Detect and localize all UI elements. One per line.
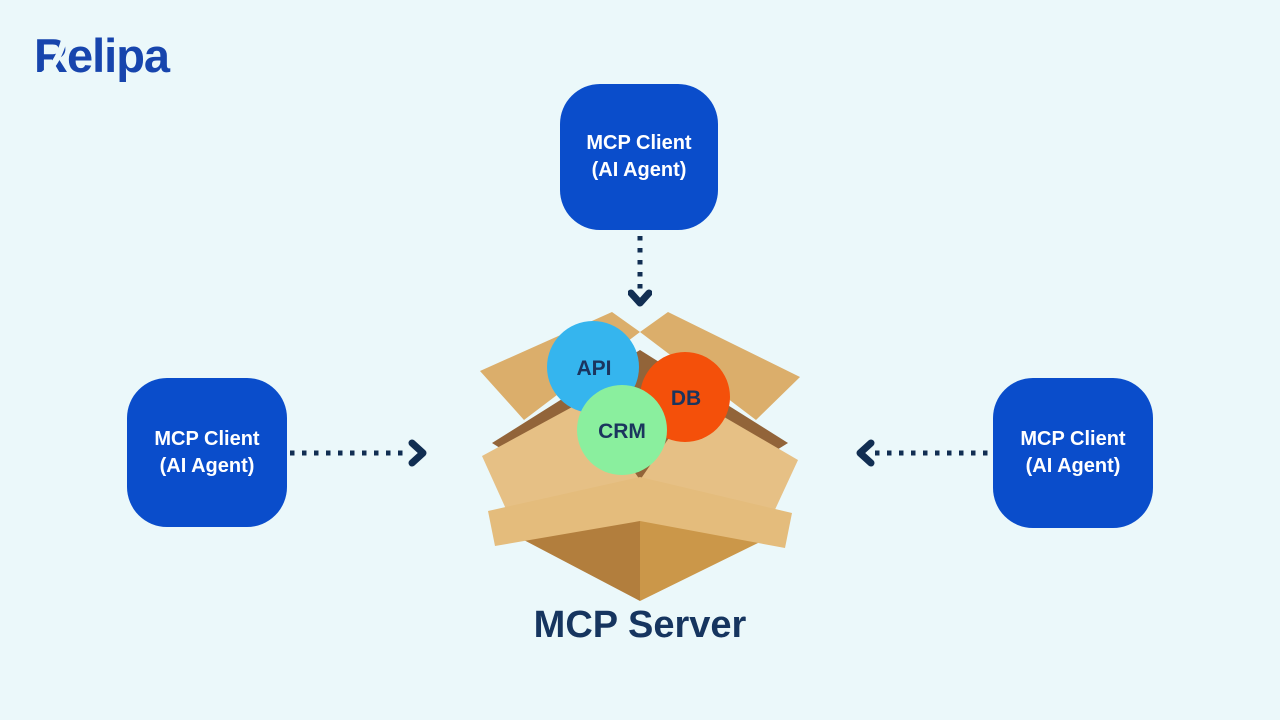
crm-label: CRM	[598, 420, 646, 443]
crm-bubble	[577, 385, 667, 475]
relipa-logo: Relipa	[34, 29, 172, 82]
box-front-flap-right	[640, 477, 792, 548]
client-label-line1: MCP Client	[1020, 428, 1126, 450]
mcp-client-card-right: MCP Client (AI Agent)	[993, 378, 1153, 528]
client-label-line2: (AI Agent)	[159, 454, 255, 477]
client-label-line2: (AI Agent)	[591, 159, 687, 181]
api-label: API	[576, 357, 611, 380]
dotted-arrow-left-icon	[856, 439, 993, 467]
dotted-arrow-down-icon	[628, 236, 652, 307]
box-back-flap-right	[640, 312, 800, 420]
mcp-server-box-illustration: API DB CRM	[480, 312, 800, 601]
mcp-client-card-left: MCP Client (AI Agent)	[127, 378, 287, 527]
client-label-line1: MCP Client	[154, 427, 260, 450]
logo-text: Relipa	[34, 29, 171, 82]
logo-swoosh-icon	[34, 29, 69, 81]
client-label-line2: (AI Agent)	[1025, 455, 1121, 477]
client-label-line1: MCP Client	[586, 132, 692, 154]
mcp-server-title: MCP Server	[533, 604, 747, 646]
dotted-arrow-right-icon	[290, 439, 427, 467]
box-front-flap-left	[488, 477, 640, 546]
db-label: DB	[671, 387, 701, 410]
mcp-client-card-top: MCP Client (AI Agent)	[560, 84, 718, 230]
